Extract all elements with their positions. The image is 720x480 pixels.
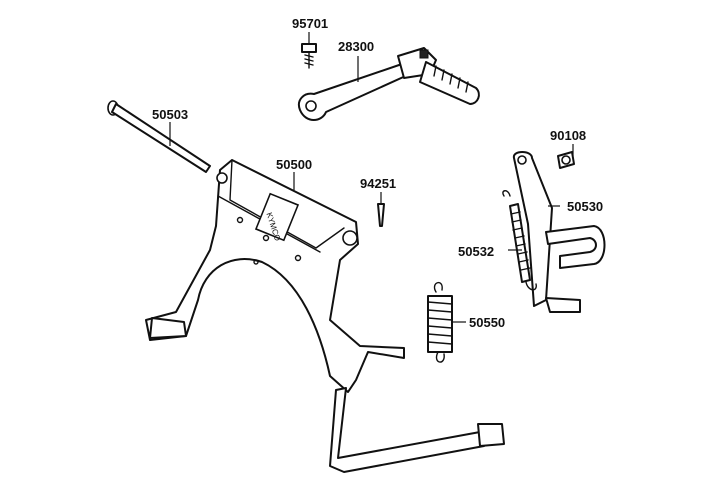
screw-90108 — [557, 144, 575, 169]
pin-94251 — [377, 192, 385, 227]
label-50530: 50530 — [567, 199, 603, 214]
bolt-95701 — [301, 32, 317, 69]
lever-28300 — [298, 47, 480, 121]
label-94251: 94251 — [360, 176, 396, 191]
label-50532: 50532 — [458, 244, 494, 259]
spring-50532 — [502, 190, 537, 291]
label-50503: 50503 — [152, 107, 188, 122]
spring-50550 — [427, 282, 466, 363]
shaft-50503 — [107, 100, 211, 173]
label-28300: 28300 — [338, 39, 374, 54]
label-90108: 90108 — [550, 128, 586, 143]
side-stand-50530 — [512, 151, 606, 313]
label-50500: 50500 — [276, 157, 312, 172]
label-95701: 95701 — [292, 16, 328, 31]
main-stand-50500: KYMCO — [145, 159, 505, 473]
label-50550: 50550 — [469, 315, 505, 330]
